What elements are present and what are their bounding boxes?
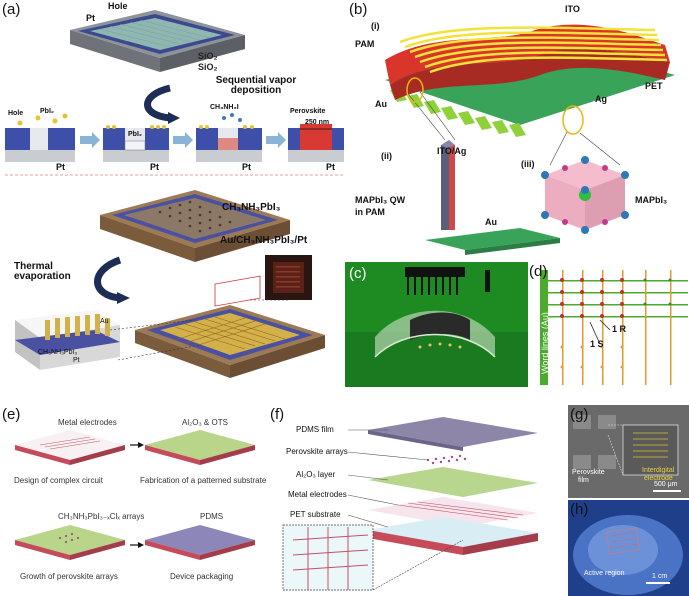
panel-h: (h) Active region 1 cm	[568, 500, 689, 596]
panel-b-graphic	[385, 24, 675, 255]
b-au2-label: Au	[485, 217, 497, 227]
e-pdms-label: PDMS	[200, 512, 224, 521]
f-pdms-label: PDMS film	[296, 425, 334, 434]
sequential-arrow	[144, 84, 171, 122]
zoom-au-label: Au	[100, 318, 109, 325]
panel-g-letter: (g)	[570, 406, 589, 423]
e-design-label: Design of complex circuit	[14, 476, 103, 485]
f-perovskite-dots	[426, 454, 467, 465]
zoom-pt-label: Pt	[73, 357, 80, 364]
panel-e-graphic	[15, 430, 255, 560]
step1-pt: Pt	[56, 162, 65, 172]
e-metal-label: Metal electrodes	[58, 418, 117, 427]
step-ch3nh3i-label: CH₃NH₃I	[210, 104, 239, 111]
top-chip	[70, 10, 245, 72]
mapbi-chip-label: CH₃NH₃PbI₃	[222, 202, 281, 213]
panel-d-letter: (d)	[529, 263, 548, 280]
f-metal-label: Metal electrodes	[288, 490, 347, 499]
panel-h-photo	[568, 500, 689, 596]
step2-pt: Pt	[150, 162, 159, 172]
panel-e-letter: (e)	[2, 406, 21, 423]
g-scale-label: 500 μm	[654, 481, 678, 488]
panel-g-photo	[568, 405, 689, 498]
thermal-label: Thermal evaporation	[14, 261, 71, 282]
b-ito-label: ITO	[565, 4, 580, 14]
g-inter-label-2: electrode	[644, 475, 673, 482]
step-pbi2-label: PbI₂	[40, 108, 54, 115]
g-inter-label-1: Interdigital	[642, 467, 675, 474]
e-substrate-1	[15, 430, 125, 465]
step-scale-label: 250 nm	[305, 119, 330, 126]
panel-g: (g) Perovskite film Interdigital electro…	[568, 405, 689, 498]
e-arrays-label: CH₃NH₃PbI₃₋ₓClₓ arrays	[58, 512, 145, 521]
e-substrate-2	[145, 430, 255, 465]
g-perov-label-1: Perovskite	[572, 469, 605, 476]
step3-pt: Pt	[242, 162, 251, 172]
mapbi-chip	[100, 190, 290, 262]
e-fab-label: Fabrication of a patterned substrate	[140, 476, 267, 485]
zoom-mapbi-label: CH₃NH₃PbI₃	[38, 349, 78, 356]
step-2	[103, 125, 169, 162]
step4-pt: Pt	[326, 162, 335, 172]
panel-b-letter: (b)	[349, 1, 368, 18]
panel-b: (b) (i) ITO PAM PET Au Ag (ii) ITO/Ag MA…	[345, 0, 689, 262]
panel-c-letter: (c)	[349, 265, 367, 282]
panel-a: (a) Hole Pt SiO₂ SiO₂ Sequential vapor d…	[0, 0, 345, 400]
zoom-inset	[15, 310, 120, 370]
sequential-label: Sequential vapor deposition	[215, 75, 297, 96]
qw-pillar	[425, 140, 560, 255]
sio2-label-1: SiO₂	[198, 51, 218, 61]
device-label: Au/CH₃NH₃PbI₃/Pt	[220, 235, 308, 246]
b-ii-label: (ii)	[381, 151, 392, 161]
hole-label: Hole	[108, 1, 128, 11]
e-growth-label: Growth of perovskite arrays	[20, 572, 118, 581]
panel-d-graphic	[530, 262, 689, 387]
b-qw-label-1: MAPbI₃ QW	[355, 195, 406, 205]
panel-c-photo	[345, 262, 528, 387]
mapbi-lattice	[541, 156, 629, 234]
h-scale-label: 1 cm	[652, 573, 668, 580]
panel-a-graphic	[5, 10, 345, 378]
e-packaging-label: Device packaging	[170, 572, 234, 581]
pt-label: Pt	[86, 13, 95, 23]
sio2-label-2: SiO₂	[198, 62, 218, 72]
b-i-label: (i)	[371, 21, 380, 31]
panel-c: (c)	[345, 262, 528, 387]
g-perov-label-2: film	[578, 477, 589, 484]
step-1	[5, 113, 75, 162]
b-mapbi-label: MAPbI₃	[635, 195, 668, 205]
au-device-chip	[135, 275, 325, 378]
e-substrate-3	[15, 525, 125, 560]
panel-e: (e) Metal electrodes Al₂O₃ & OTS Design …	[0, 405, 268, 596]
panel-f-graphic	[282, 417, 538, 591]
b-qw-label-2: in PAM	[355, 207, 385, 217]
panel-f-letter: (f)	[270, 406, 285, 423]
panel-a-letter: (a)	[2, 1, 21, 18]
f-pet-label: PET substrate	[290, 510, 341, 519]
step-hole-label: Hole	[8, 110, 24, 117]
b-au-label: Au	[375, 99, 387, 109]
d-r-label: 1 R	[612, 324, 627, 334]
step-pbi2-b-label: PbI₂	[128, 131, 142, 138]
ito-stripes	[399, 26, 668, 74]
b-iii-label: (iii)	[521, 159, 535, 169]
b-ag-label: Ag	[595, 94, 607, 104]
b-itoag-label: ITO/Ag	[437, 146, 467, 156]
word-lines-label: Word lines (Au)	[540, 312, 550, 374]
b-pet-label: PET	[645, 81, 663, 91]
panel-d: (d) Word lines (Au) 1 R 1 S	[529, 262, 689, 387]
h-active-label: Active region	[584, 570, 625, 577]
e-al2o3-label: Al₂O₃ & OTS	[182, 418, 228, 427]
panel-f: (f) PDMS film Perovskite arrays Al₂O₃ la…	[268, 405, 568, 596]
step-3	[196, 113, 262, 162]
b-pam-label: PAM	[355, 39, 375, 49]
panel-h-letter: (h)	[570, 501, 589, 518]
e-substrate-4	[145, 525, 255, 560]
d-s-label: 1 S	[590, 339, 604, 349]
f-arrays-label: Perovskite arrays	[286, 447, 348, 456]
step-perovskite-label: Perovskite	[290, 108, 326, 115]
f-al2o3-label: Al₂O₃ layer	[296, 470, 336, 479]
step-4	[288, 124, 344, 162]
